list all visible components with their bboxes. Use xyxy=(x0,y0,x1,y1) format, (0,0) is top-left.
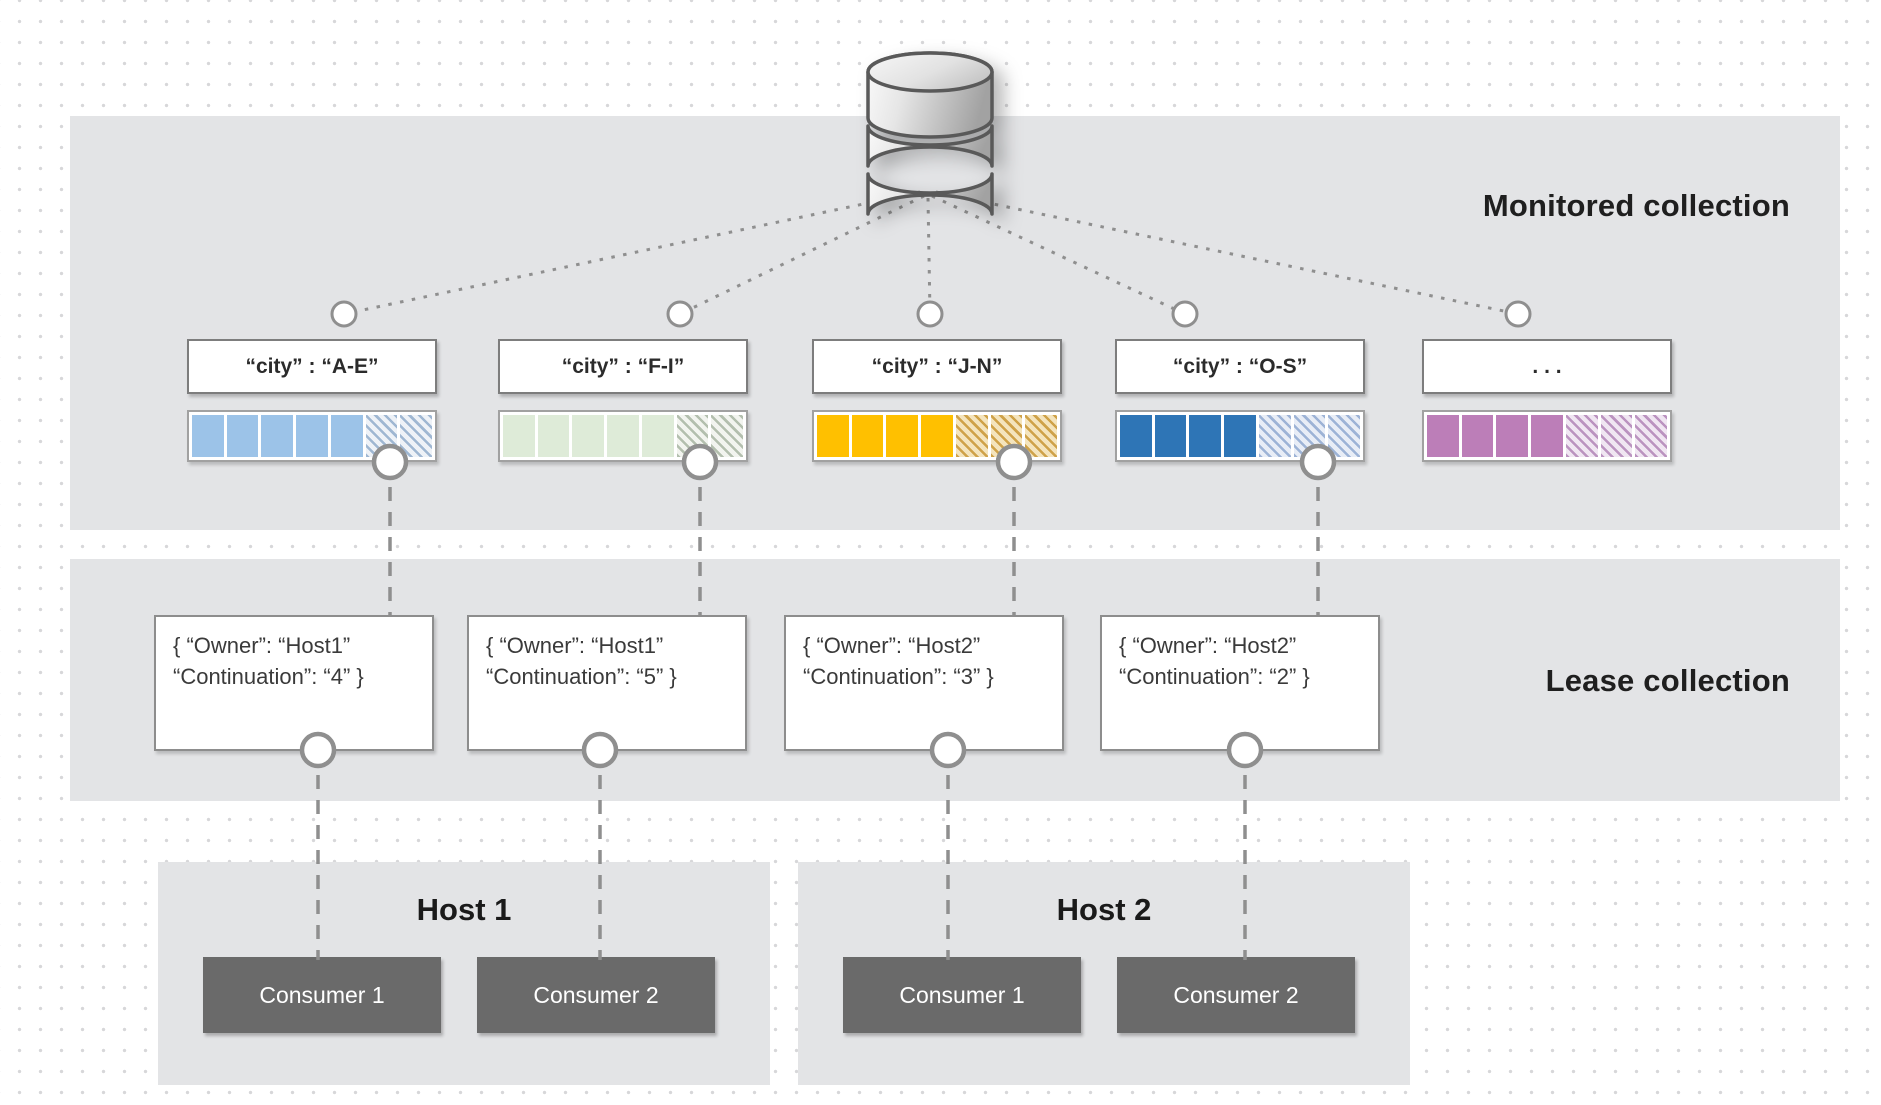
partition-segment-solid xyxy=(607,415,639,457)
partition-segment-hatched xyxy=(1025,415,1058,457)
partition-segment-hatched xyxy=(1328,415,1361,457)
host2-consumer1-box: Consumer 1 xyxy=(843,957,1081,1033)
partition-key-box: . . . xyxy=(1422,339,1672,394)
lease-document-box: { “Owner”: “Host2” “Continuation”: “2” } xyxy=(1100,615,1380,751)
partition-segment-solid xyxy=(1461,415,1494,457)
partition-segment-solid xyxy=(817,415,849,457)
partition-bar xyxy=(812,410,1062,462)
lease-owner-line: { “Owner”: “Host1” xyxy=(173,633,351,658)
partition-segment-hatched xyxy=(1635,415,1668,457)
partition-segment-solid xyxy=(1496,415,1529,457)
partition-segment-solid xyxy=(1427,415,1459,457)
partition-segment-solid xyxy=(296,415,328,457)
partition-segment-solid xyxy=(886,415,919,457)
partition-segment-solid xyxy=(261,415,294,457)
lease-continuation-line: “Continuation”: “2” } xyxy=(1119,664,1310,690)
partition-segment-solid xyxy=(1531,415,1563,457)
lease-continuation-line: “Continuation”: “5” } xyxy=(486,664,677,690)
partition-segment-hatched xyxy=(990,415,1023,457)
partition-segment-solid xyxy=(641,415,674,457)
lease-document-box: { “Owner”: “Host2” “Continuation”: “3” } xyxy=(784,615,1064,751)
partition-key-box: “city” : “F-I” xyxy=(498,339,748,394)
partition-column: . . . xyxy=(1422,339,1672,462)
partition-segment-hatched xyxy=(676,415,709,457)
host2-panel: Host 2 Consumer 1 Consumer 2 xyxy=(798,862,1410,1085)
lease-collection-label: Lease collection xyxy=(1545,663,1790,698)
lease-owner-line: { “Owner”: “Host1” xyxy=(486,633,664,658)
partition-segment-solid xyxy=(1189,415,1222,457)
partition-column: “city” : “F-I” xyxy=(498,339,748,462)
partition-segment-hatched xyxy=(1565,415,1598,457)
partition-key-box: “city” : “A-E” xyxy=(187,339,437,394)
partition-column: “city” : “O-S” xyxy=(1115,339,1365,462)
host2-title: Host 2 xyxy=(1056,892,1152,927)
partition-key-box: “city” : “J-N” xyxy=(812,339,1062,394)
partition-segment-solid xyxy=(503,415,535,457)
host1-consumer1-box: Consumer 1 xyxy=(203,957,441,1033)
partition-key-box: “city” : “O-S” xyxy=(1115,339,1365,394)
partition-segment-hatched xyxy=(711,415,744,457)
partition-segment-solid xyxy=(1154,415,1187,457)
partition-bar xyxy=(1422,410,1672,462)
partition-column: “city” : “J-N” xyxy=(812,339,1062,462)
partition-segment-solid xyxy=(192,415,224,457)
host1-title: Host 1 xyxy=(416,892,512,927)
partition-segment-hatched xyxy=(365,415,398,457)
partition-segment-solid xyxy=(226,415,259,457)
partition-segment-solid xyxy=(921,415,953,457)
lease-owner-line: { “Owner”: “Host2” xyxy=(1119,633,1297,658)
partition-segment-hatched xyxy=(400,415,433,457)
host1-consumer2-box: Consumer 2 xyxy=(477,957,715,1033)
partition-bar xyxy=(187,410,437,462)
host1-panel: Host 1 Consumer 1 Consumer 2 xyxy=(158,862,770,1085)
partition-segment-solid xyxy=(1120,415,1152,457)
lease-continuation-line: “Continuation”: “3” } xyxy=(803,664,994,690)
partition-segment-solid xyxy=(851,415,884,457)
partition-segment-hatched xyxy=(1293,415,1326,457)
lease-document-box: { “Owner”: “Host1” “Continuation”: “4” } xyxy=(154,615,434,751)
monitored-collection-label: Monitored collection xyxy=(1482,188,1790,223)
partition-segment-hatched xyxy=(1600,415,1633,457)
lease-continuation-line: “Continuation”: “4” } xyxy=(173,664,364,690)
lease-document-box: { “Owner”: “Host1” “Continuation”: “5” } xyxy=(467,615,747,751)
partition-segment-solid xyxy=(572,415,605,457)
partition-segment-solid xyxy=(1224,415,1256,457)
lease-owner-line: { “Owner”: “Host2” xyxy=(803,633,981,658)
partition-column: “city” : “A-E” xyxy=(187,339,437,462)
partition-segment-hatched xyxy=(1258,415,1291,457)
partition-segment-hatched xyxy=(955,415,988,457)
database-icon xyxy=(866,51,994,216)
partition-bar xyxy=(498,410,748,462)
partition-bar xyxy=(1115,410,1365,462)
host2-consumer2-box: Consumer 2 xyxy=(1117,957,1355,1033)
partition-segment-solid xyxy=(537,415,570,457)
partition-segment-solid xyxy=(330,415,363,457)
